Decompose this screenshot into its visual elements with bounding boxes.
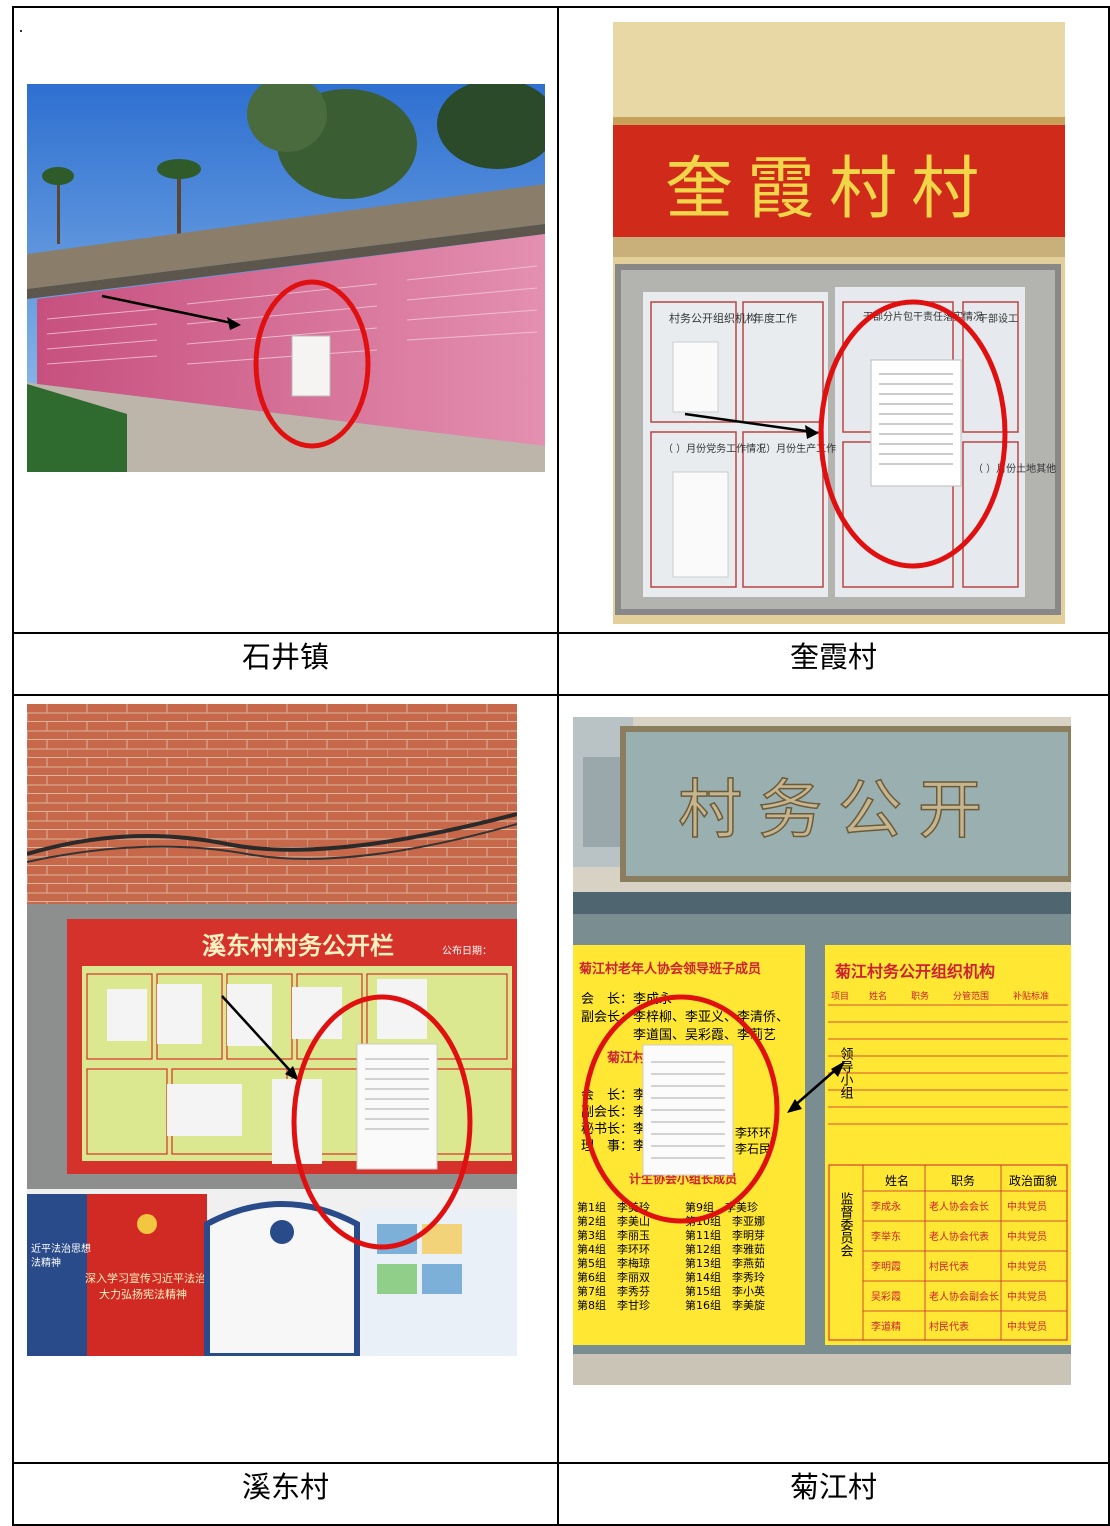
jujiang-left-row2-4: 理 事：李 — [581, 1139, 646, 1154]
jujiang-group-b-3: 第11组 李明芽 — [685, 1228, 765, 1242]
jujiang-member-3-name: 李明霞 — [871, 1260, 901, 1273]
jujiang-left-title-2: 菊江村 — [607, 1050, 646, 1066]
jujiang-right-head-4: 分管范围 — [953, 990, 989, 1002]
photo-jujiang: 村务公开 菊江村老年人协会领导班子成员 会 长：李成永 副会长：李梓柳、李亚义、… — [573, 717, 1071, 1385]
jujiang-member-1-duty: 老人协会会长 — [929, 1200, 989, 1213]
jujiang-vertical-label-2: 监督委员会 — [838, 1192, 854, 1257]
xidong-poster-left-line-1: 近平法治思想 — [31, 1242, 91, 1255]
jujiang-member-2-party: 中共党员 — [1007, 1230, 1047, 1243]
jujiang-group-b-6: 第14组 李秀玲 — [685, 1270, 765, 1284]
cell-jujiang-photo: 村务公开 菊江村老年人协会领导班子成员 会 长：李成永 副会长：李梓柳、李亚义、… — [557, 694, 1110, 1464]
jujiang-mhead-2: 职务 — [951, 1173, 975, 1188]
jujiang-member-5-party: 中共党员 — [1007, 1320, 1047, 1333]
jujiang-group-b-7: 第15组 李小英 — [685, 1284, 765, 1298]
xidong-poster-line-1: 深入学习宣传习近平法治思想 — [85, 1271, 228, 1285]
jujiang-left-row-3: 李道国、吴彩霞、李莉艺 — [581, 1028, 776, 1043]
jujiang-group-a-3: 第3组 李丽玉 — [577, 1228, 650, 1242]
jujiang-mhead-3: 政治面貌 — [1009, 1173, 1057, 1188]
photo-table: 奎霞村村 村务公开组织机构 年度工作 干部分片包干责任落实情况 干部设工 — [12, 6, 1110, 1526]
kuixia-panel-label-7: （ ）月份土地其他 — [973, 462, 1056, 475]
jujiang-left-row2-3: 秘书长：李 — [581, 1122, 646, 1137]
caption-kuixia: 奎霞村 — [557, 632, 1110, 696]
jujiang-member-3-party: 中共党员 — [1007, 1260, 1047, 1273]
caption-shijing: 石井镇 — [12, 632, 559, 696]
photo-shijing — [27, 84, 545, 472]
jujiang-mhead-1: 姓名 — [885, 1173, 909, 1188]
jujiang-group-b-8: 第16组 李美旋 — [685, 1298, 765, 1312]
caption-jujiang: 菊江村 — [557, 1462, 1110, 1526]
jujiang-side-name-1: 李环环 — [735, 1125, 771, 1140]
kuixia-panel-label-2: 年度工作 — [753, 311, 797, 325]
cell-shijing-photo — [12, 6, 559, 634]
jujiang-member-1-name: 李成永 — [871, 1200, 901, 1213]
xidong-date: 公布日期： — [442, 945, 492, 957]
jujiang-vertical-label-1: 领导小组 — [838, 1047, 854, 1099]
photo-xidong: 溪东村村务公开栏 公布日期： — [27, 704, 517, 1356]
jujiang-group-a-2: 第2组 李美山 — [577, 1214, 650, 1228]
jujiang-group-a-7: 第7组 李秀芬 — [577, 1284, 650, 1298]
jujiang-member-5-name: 李道精 — [871, 1320, 901, 1333]
kuixia-panel-label-6: （ ）月份生产工作 — [753, 442, 836, 455]
xidong-sign: 溪东村村务公开栏 — [202, 931, 394, 960]
caption-xidong: 溪东村 — [12, 1462, 559, 1526]
jujiang-sign: 村务公开 — [678, 774, 998, 848]
kuixia-panel-label-5: （ ）月份党务工作情况 — [663, 442, 766, 455]
jujiang-left-row-2: 副会长：李梓柳、李亚义、李清侨、 — [581, 1010, 789, 1025]
cell-xidong-photo: 溪东村村务公开栏 公布日期： — [12, 694, 559, 1464]
jujiang-group-a-6: 第6组 李丽双 — [577, 1270, 650, 1284]
jujiang-right-head-5: 补贴标准 — [1013, 990, 1049, 1002]
jujiang-side-name-2: 李石民 — [735, 1141, 771, 1156]
photo-kuixia: 奎霞村村 村务公开组织机构 年度工作 干部分片包干责任落实情况 干部设工 — [613, 22, 1065, 624]
jujiang-group-b-5: 第13组 李燕茹 — [685, 1256, 765, 1270]
jujiang-left-row2-1: 会 长：李 — [581, 1088, 646, 1103]
jujiang-group-a-5: 第5组 李梅琼 — [577, 1256, 650, 1270]
jujiang-member-4-duty: 老人协会副会长 — [929, 1290, 999, 1303]
jujiang-member-2-name: 李举东 — [871, 1230, 901, 1243]
jujiang-right-head-1: 项目 — [831, 991, 849, 1002]
jujiang-member-3-duty: 村民代表 — [929, 1260, 969, 1273]
jujiang-group-b-4: 第12组 李雅茹 — [685, 1242, 765, 1256]
jujiang-left-row2-2: 副会长：李 — [581, 1105, 646, 1120]
jujiang-member-1-party: 中共党员 — [1007, 1200, 1047, 1213]
jujiang-group-a-4: 第4组 李环环 — [577, 1242, 650, 1256]
jujiang-member-2-duty: 老人协会代表 — [929, 1230, 989, 1243]
jujiang-right-head-3: 职务 — [911, 990, 929, 1002]
jujiang-member-4-name: 吴彩霞 — [871, 1291, 901, 1303]
jujiang-member-4-party: 中共党员 — [1007, 1290, 1047, 1303]
jujiang-group-a-8: 第8组 李甘珍 — [577, 1298, 650, 1312]
jujiang-right-title: 菊江村务公开组织机构 — [835, 962, 995, 981]
kuixia-panel-label-4: 干部设工 — [978, 312, 1018, 325]
cell-kuixia-photo: 奎霞村村 村务公开组织机构 年度工作 干部分片包干责任落实情况 干部设工 — [557, 6, 1110, 634]
jujiang-member-5-duty: 村民代表 — [929, 1320, 969, 1333]
jujiang-left-title: 菊江村老年人协会领导班子成员 — [579, 961, 761, 977]
kuixia-panel-label-1: 村务公开组织机构 — [669, 311, 757, 325]
xidong-poster-left-line-2: 法精神 — [31, 1256, 61, 1269]
kuixia-sign: 奎霞村村 — [665, 150, 993, 229]
jujiang-group-b-1: 第9组 李美珍 — [685, 1200, 758, 1214]
jujiang-right-head-2: 姓名 — [869, 990, 887, 1002]
xidong-poster-line-2: 大力弘扬宪法精神 — [99, 1287, 187, 1301]
